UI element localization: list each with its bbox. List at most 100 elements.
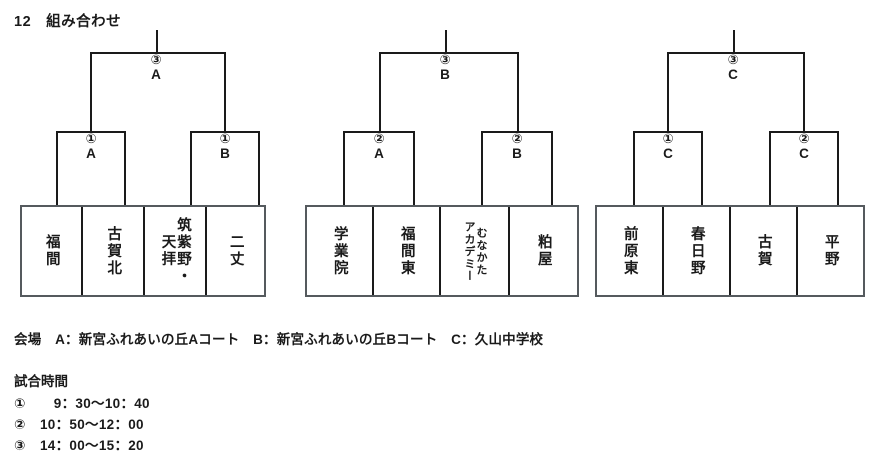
schedule-row-number: ③ (14, 438, 26, 453)
final-leg-right (803, 52, 805, 131)
team-cell[interactable]: 筑紫野・ 天拝 (145, 207, 207, 295)
team-cell[interactable]: 古賀 (731, 207, 798, 295)
final-leg-left (379, 52, 381, 131)
semifinal-right-bar (769, 131, 839, 133)
schedule-row: ② 10：50～12：00 (14, 413, 150, 434)
semifinal-right-label: ② C (784, 132, 824, 161)
team-name-line: 筑紫野・ (175, 217, 191, 285)
semifinal-right-leg-b (837, 131, 839, 207)
semifinal-right-number: ② (511, 131, 523, 146)
final-leg-left (667, 52, 669, 131)
final-leg-left (90, 52, 92, 131)
schedule-row: ③ 14：00～15：20 (14, 434, 150, 455)
team-name-line: 平野 (822, 234, 839, 268)
final-stem (445, 30, 447, 52)
semifinal-right-leg-a (481, 131, 483, 207)
final-leg-right (224, 52, 226, 131)
final-leg-right (517, 52, 519, 131)
semifinal-left-leg-b (413, 131, 415, 207)
schedule-row-number: ② (14, 417, 26, 432)
semifinal-left-court: A (374, 145, 384, 161)
team-name-line: 二丈 (227, 234, 244, 268)
semifinal-right-label: ② B (497, 132, 537, 161)
team-cell[interactable]: 福間東 (374, 207, 442, 295)
team-cell[interactable]: 古賀北 (83, 207, 145, 295)
final-round-court: B (440, 66, 450, 82)
schedule-row: ① 9：30～10：40 (14, 392, 150, 413)
team-cell[interactable]: 前原東 (597, 207, 664, 295)
team-name-line: 福間 (43, 234, 60, 268)
schedule-row-time: 10：50～12：00 (40, 417, 144, 432)
semifinal-right-label: ① B (205, 132, 245, 161)
final-round-label: ③ B (425, 53, 465, 82)
semifinal-left-leg-a (633, 131, 635, 207)
team-cell[interactable]: 平野 (798, 207, 863, 295)
semifinal-left-bar (343, 131, 415, 133)
teams-box-c: 前原東 春日野 古賀 平野 (595, 205, 865, 297)
teams-box-b: 学業院 福間東 むなかた アカデミー 粕屋 (305, 205, 579, 297)
teams-box-a: 福間 古賀北 筑紫野・ 天拝 二丈 (20, 205, 266, 297)
semifinal-left-label: ② A (359, 132, 399, 161)
semifinal-left-bar (56, 131, 126, 133)
final-connector-bar (667, 52, 805, 54)
bracket-group-c: ③ C ① C ② C (595, 28, 865, 300)
team-name-line: アカデミー (463, 220, 476, 282)
semifinal-left-leg-b (701, 131, 703, 207)
final-stem (156, 30, 158, 52)
team-cell[interactable]: 福間 (22, 207, 83, 295)
team-name-line: 粕屋 (535, 234, 552, 268)
team-name-line: 古賀 (755, 234, 772, 268)
team-name-line: 古賀北 (105, 225, 122, 277)
final-round-number: ③ (727, 52, 739, 67)
final-connector-bar (90, 52, 226, 54)
team-name-line: 春日野 (688, 225, 705, 277)
semifinal-left-number: ② (373, 131, 385, 146)
semifinal-left-leg-a (343, 131, 345, 207)
bracket-group-a: ③ A ① A ① B (20, 28, 266, 300)
team-name-line: 前原東 (621, 225, 638, 277)
team-cell[interactable]: むなかた アカデミー (441, 207, 511, 295)
final-connector-bar (379, 52, 519, 54)
semifinal-right-leg-b (258, 131, 260, 207)
final-stem (733, 30, 735, 52)
team-name-line: 天拝 (159, 234, 176, 268)
semifinal-left-label: ① C (648, 132, 688, 161)
team-name-line: むなかた (475, 226, 488, 276)
schedule-row-time: 9：30～10：40 (40, 396, 150, 411)
semifinal-right-leg-b (551, 131, 553, 207)
semifinal-left-court: C (663, 145, 673, 161)
semifinal-right-leg-a (769, 131, 771, 207)
semifinal-right-number: ① (219, 131, 231, 146)
final-round-label: ③ A (136, 53, 176, 82)
team-cell[interactable]: 粕屋 (510, 207, 577, 295)
semifinal-right-number: ② (798, 131, 810, 146)
semifinal-right-leg-a (190, 131, 192, 207)
team-cell[interactable]: 二丈 (207, 207, 264, 295)
schedule-title: 試合時間 (14, 374, 68, 389)
final-round-label: ③ C (713, 53, 753, 82)
team-name-line: 学業院 (331, 225, 348, 277)
final-round-number: ③ (439, 52, 451, 67)
semifinal-left-court: A (86, 145, 96, 161)
semifinal-right-court: B (512, 145, 522, 161)
final-round-court: C (728, 66, 738, 82)
semifinal-left-leg-a (56, 131, 58, 207)
team-name-line: 福間東 (398, 225, 415, 277)
semifinal-left-number: ① (85, 131, 97, 146)
semifinal-right-bar (190, 131, 260, 133)
team-cell[interactable]: 春日野 (664, 207, 731, 295)
semifinal-left-bar (633, 131, 703, 133)
semifinal-left-label: ① A (71, 132, 111, 161)
page-title: 12 組み合わせ (14, 14, 122, 30)
semifinal-right-court: B (220, 145, 230, 161)
semifinal-left-leg-b (124, 131, 126, 207)
bracket-group-b: ③ B ② A ② B (305, 28, 579, 300)
schedule-row-number: ① (14, 396, 26, 411)
schedule-section: 試合時間 ① 9：30～10：40 ② 10：50～12：00 ③ 14：00～… (14, 370, 150, 455)
team-cell[interactable]: 学業院 (307, 207, 375, 295)
semifinal-right-court: C (799, 145, 809, 161)
semifinal-right-bar (481, 131, 553, 133)
final-round-court: A (151, 66, 161, 82)
venue-line: 会場 A：新宮ふれあいの丘Aコート B：新宮ふれあいの丘Bコート C：久山中学校 (14, 332, 544, 347)
final-round-number: ③ (150, 52, 162, 67)
